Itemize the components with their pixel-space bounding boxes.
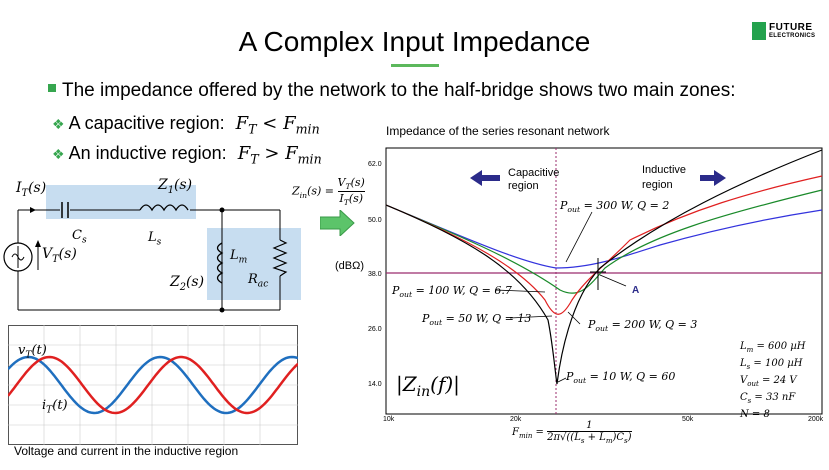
y-tick-1: 62.0 — [368, 161, 382, 168]
inductor-lm — [216, 242, 224, 284]
y-tick-4: 26.0 — [368, 326, 382, 333]
marker-a-leader — [599, 274, 627, 287]
main-bullet: The impedance offered by the network to … — [48, 80, 735, 102]
diamond-bullet-icon: ❖ — [52, 146, 65, 162]
param-vout: Vout = 24 V — [740, 375, 797, 388]
inductive-region-label-2: region — [642, 179, 673, 191]
capacitive-region-label: Capacitive — [508, 167, 559, 179]
lm-label: Lm — [230, 248, 248, 266]
z2-shade — [207, 228, 301, 300]
y-tick-2: 50.0 — [368, 217, 382, 224]
right-arrow-icon — [700, 170, 726, 186]
y-tick-5: 14.0 — [368, 381, 382, 388]
sub-bullet-inductive: ❖An inductive region: FT > Fmin — [52, 143, 322, 167]
left-arrow-icon — [470, 170, 500, 186]
bullet-square-icon — [48, 84, 56, 92]
title-underline — [391, 64, 439, 67]
inductive-region-label: Inductive — [642, 164, 686, 176]
curve-label-200w: Pout = 200 W, Q = 3 — [588, 318, 698, 334]
zin-magnitude-label: |Zin(f)| — [396, 372, 460, 400]
curve-blue — [385, 204, 823, 269]
param-lm: Lm = 600 µH — [740, 341, 806, 354]
param-cs: Cs = 33 nF — [740, 392, 796, 405]
curve-label-300w: Pout = 300 W, Q = 2 — [560, 199, 670, 215]
capacitive-region-label-2: region — [508, 180, 539, 192]
rac-label: Rac — [248, 272, 269, 290]
curve-label-100w: Pout = 100 W, Q = 6.7 — [392, 284, 512, 300]
curve-black — [385, 149, 823, 385]
unit-label: (dBΩ) — [335, 260, 365, 272]
logo-icon — [752, 22, 766, 40]
inductor-ls — [139, 204, 189, 212]
x-tick-2: 20k — [510, 416, 522, 423]
param-ls: Ls = 100 µH — [740, 358, 803, 371]
source-current-label: IT(s) — [16, 180, 47, 199]
future-electronics-logo: FUTURE ELECTRONICS — [752, 22, 822, 42]
voltage-wave-label: vT(t) — [18, 343, 47, 361]
slide-title: A Complex Input Impedance — [238, 26, 591, 57]
voltage-waveform — [8, 355, 298, 415]
sub-bullet-capacitive: ❖A capacitive region: FT < Fmin — [52, 113, 320, 137]
current-waveform — [8, 355, 298, 415]
capacitive-condition: FT < Fmin — [235, 113, 320, 137]
resistor-rac — [272, 239, 288, 277]
sub-bullet-label: A capacitive region: — [68, 113, 225, 133]
current-wave-label: iT(t) — [42, 398, 68, 416]
chart-frame — [385, 147, 823, 415]
z2-label: Z2(s) — [170, 274, 205, 293]
curve-label-10w: Pout = 10 W, Q = 60 — [566, 370, 676, 386]
cs-label: Cs — [72, 228, 87, 246]
main-bullet-text: The impedance offered by the network to … — [62, 80, 736, 101]
circuit-params: Lm = 600 µH Ls = 100 µH Vout = 24 V Cs =… — [740, 340, 806, 421]
z1-label: Z1(s) — [158, 177, 193, 196]
right-arrow-icon — [320, 210, 355, 236]
logo-line1: FUTURE — [769, 22, 813, 33]
x-tick-4: 200k — [808, 416, 824, 423]
impedance-chart-title: Impedance of the series resonant network — [386, 124, 610, 138]
curve-red — [385, 175, 823, 315]
waveform-caption: Voltage and current in the inductive reg… — [14, 444, 239, 458]
equivalent-circuit — [3, 185, 301, 313]
waveform-plot — [8, 325, 298, 445]
diamond-bullet-icon: ❖ — [52, 116, 65, 132]
x-tick-3: 50k — [682, 416, 694, 423]
curve-label-50w: Pout = 50 W, Q = 13 — [422, 312, 532, 328]
logo-line2: ELECTRONICS — [769, 33, 816, 39]
zin-formula: Zin(s) = VT(s)IT(s) — [292, 176, 365, 208]
param-n: N = 8 — [740, 409, 770, 420]
ls-label: Ls — [148, 230, 162, 248]
y-tick-3: 38.0 — [368, 271, 382, 278]
source-voltage-label: VT(s) — [42, 246, 77, 265]
marker-a-label: A — [632, 285, 639, 296]
sub-bullet-label: An inductive region: — [68, 143, 227, 163]
x-tick-1: 10k — [383, 416, 395, 423]
curve-green — [385, 189, 823, 294]
z1-shade — [46, 185, 196, 219]
inductive-condition: FT > Fmin — [237, 143, 322, 167]
